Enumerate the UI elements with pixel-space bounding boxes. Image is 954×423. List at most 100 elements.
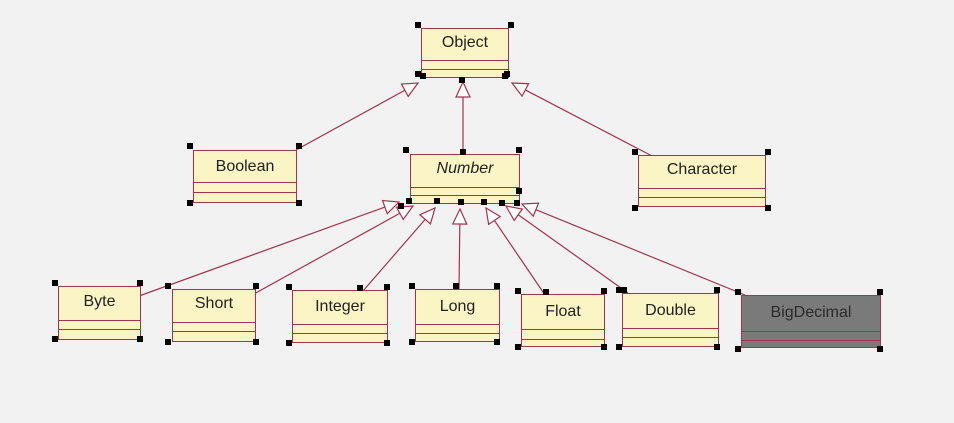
attribute-divider	[194, 182, 296, 183]
class-boolean[interactable]: Boolean	[193, 150, 297, 203]
operation-divider	[623, 337, 718, 338]
edge-byte[interactable]	[138, 206, 386, 297]
operation-divider	[742, 340, 880, 341]
operation-divider	[194, 192, 296, 193]
selection-handle[interactable]	[735, 346, 741, 352]
selection-handle[interactable]	[415, 71, 421, 77]
attribute-divider	[623, 328, 718, 329]
class-bigdecimal[interactable]: BigDecimal	[741, 295, 881, 348]
selection-handle[interactable]	[415, 22, 421, 28]
selection-handle[interactable]	[714, 287, 720, 293]
class-name: Double	[645, 302, 696, 319]
class-object[interactable]: Object	[421, 28, 509, 78]
selection-handle[interactable]	[296, 143, 302, 149]
edge-short[interactable]	[251, 212, 401, 296]
selection-handle[interactable]	[765, 149, 771, 155]
selection-handle[interactable]	[165, 339, 171, 345]
selection-handle[interactable]	[632, 205, 638, 211]
selection-handle[interactable]	[409, 339, 415, 345]
class-integer[interactable]: Integer	[292, 290, 388, 343]
selection-handle[interactable]	[357, 285, 363, 291]
selection-handle[interactable]	[187, 143, 193, 149]
selection-handle[interactable]	[460, 149, 466, 155]
selection-handle[interactable]	[409, 283, 415, 289]
class-double[interactable]: Double	[622, 293, 719, 347]
selection-handle[interactable]	[406, 198, 412, 204]
class-byte[interactable]: Byte	[58, 286, 141, 340]
selection-handle[interactable]	[508, 22, 514, 28]
selection-handle[interactable]	[515, 288, 521, 294]
selection-handle[interactable]	[52, 336, 58, 342]
selection-handle[interactable]	[621, 287, 627, 293]
selection-handle[interactable]	[516, 147, 522, 153]
selection-handle[interactable]	[187, 200, 193, 206]
selection-handle[interactable]	[420, 73, 426, 79]
selection-handle[interactable]	[458, 199, 464, 205]
selection-handle[interactable]	[516, 188, 522, 194]
selection-handle[interactable]	[877, 289, 883, 295]
edge-bigdecimal[interactable]	[535, 209, 746, 296]
selection-handle[interactable]	[286, 340, 292, 346]
edge-character[interactable]	[525, 89, 653, 157]
selection-handle[interactable]	[502, 73, 508, 79]
selection-handle[interactable]	[403, 147, 409, 153]
selection-handle[interactable]	[434, 198, 440, 204]
selection-handle[interactable]	[735, 289, 741, 295]
operation-divider	[416, 333, 499, 334]
class-name: Boolean	[215, 158, 275, 175]
class-number[interactable]: Number	[410, 154, 520, 204]
selection-handle[interactable]	[253, 339, 259, 345]
selection-handle[interactable]	[494, 339, 500, 345]
edge-boolean[interactable]	[295, 89, 406, 151]
selection-handle[interactable]	[514, 200, 520, 206]
selection-handle[interactable]	[765, 205, 771, 211]
selection-handle[interactable]	[384, 340, 390, 346]
edge-float[interactable]	[493, 220, 546, 296]
inheritance-arrowhead-float	[485, 206, 502, 226]
class-name: Short	[194, 295, 234, 312]
attribute-divider	[742, 331, 880, 332]
selection-handle[interactable]	[543, 289, 549, 295]
selection-handle[interactable]	[616, 344, 622, 350]
class-name: Long	[439, 298, 476, 315]
inheritance-arrowhead-bigdecimal	[520, 202, 540, 218]
selection-handle[interactable]	[601, 288, 607, 294]
selection-handle[interactable]	[714, 344, 720, 350]
selection-handle[interactable]	[459, 77, 465, 83]
selection-handle[interactable]	[494, 283, 500, 289]
class-name: Object	[441, 34, 489, 51]
selection-handle[interactable]	[296, 200, 302, 206]
selection-handle[interactable]	[398, 203, 404, 209]
selection-handle[interactable]	[137, 336, 143, 342]
selection-handle[interactable]	[52, 280, 58, 286]
class-name: Character	[666, 161, 738, 178]
edge-double[interactable]	[517, 214, 629, 294]
selection-handle[interactable]	[601, 344, 607, 350]
inheritance-arrowhead-character	[510, 82, 530, 98]
selection-handle[interactable]	[165, 283, 171, 289]
selection-handle[interactable]	[481, 199, 487, 205]
attribute-divider	[411, 187, 519, 188]
operation-divider	[293, 333, 387, 334]
class-short[interactable]: Short	[172, 289, 256, 342]
selection-handle[interactable]	[137, 280, 143, 286]
class-long[interactable]: Long	[415, 289, 500, 342]
operation-divider	[522, 339, 604, 340]
selection-handle[interactable]	[632, 149, 638, 155]
edge-long[interactable]	[458, 223, 461, 290]
class-character[interactable]: Character	[638, 155, 766, 207]
selection-handle[interactable]	[384, 284, 390, 290]
class-float[interactable]: Float	[521, 294, 605, 347]
operation-divider	[59, 329, 140, 330]
selection-handle[interactable]	[515, 344, 521, 350]
selection-handle[interactable]	[253, 283, 259, 289]
selection-handle[interactable]	[499, 200, 505, 206]
selection-handle[interactable]	[616, 287, 622, 293]
selection-handle[interactable]	[286, 284, 292, 290]
class-name: Byte	[83, 293, 116, 310]
edge-integer[interactable]	[362, 218, 426, 292]
attribute-divider	[639, 188, 765, 189]
selection-handle[interactable]	[453, 283, 459, 289]
selection-handle[interactable]	[877, 346, 883, 352]
